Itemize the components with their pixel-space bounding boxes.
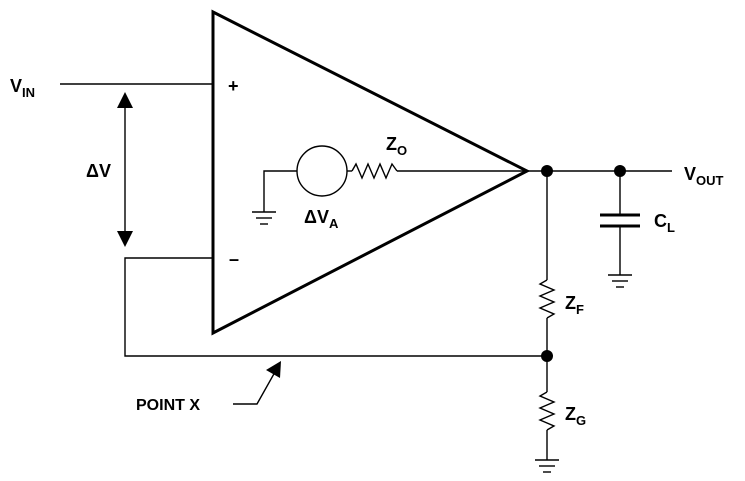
minus-label: – — [229, 249, 239, 269]
zo-label: ZO — [386, 134, 407, 158]
delta-v-label: ΔV — [86, 161, 111, 181]
delta-va-label: ΔVA — [304, 207, 339, 231]
internal-ground-wire — [263, 170, 297, 212]
cl-label: CL — [654, 211, 675, 235]
plus-label: + — [228, 76, 239, 96]
capacitor-icon — [600, 213, 640, 228]
zg-resistor-icon — [538, 391, 556, 431]
zg-label: ZG — [565, 404, 586, 428]
feedback-wire — [124, 257, 547, 357]
point-x-label: POINT X — [136, 397, 200, 414]
zf-label: ZF — [565, 293, 584, 317]
zf-resistor-icon — [538, 279, 556, 319]
zg-ground-icon — [535, 459, 559, 473]
cl-ground-icon — [608, 274, 632, 288]
delta-v-arrow-icon — [117, 92, 133, 247]
point-x-pointer-icon — [233, 361, 281, 405]
zo-resistor-icon — [351, 162, 398, 180]
voltage-source-icon — [296, 145, 348, 197]
vin-label: VIN — [10, 76, 35, 100]
vout-label: VOUT — [684, 164, 724, 188]
op-amp-triangle — [211, 9, 531, 336]
internal-ground-icon — [252, 211, 276, 225]
